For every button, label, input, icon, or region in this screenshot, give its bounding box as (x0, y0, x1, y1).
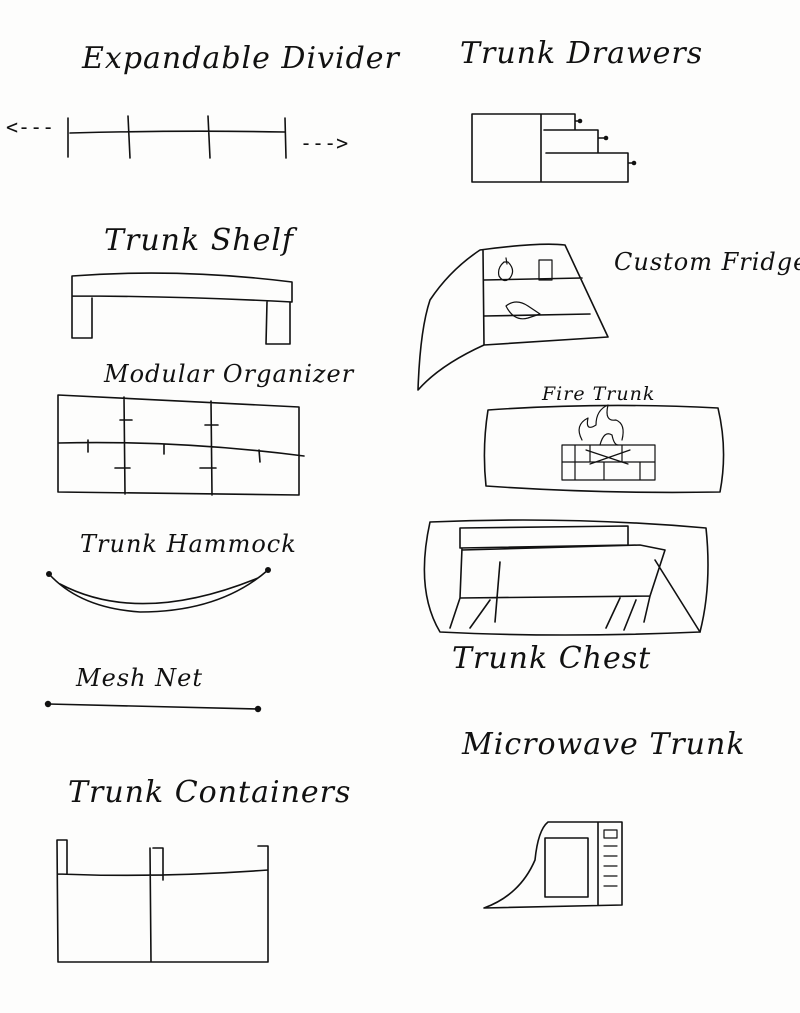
modular-organizer-sketch: Modular Organizer (57, 360, 355, 496)
containers-outline (56, 839, 269, 963)
trunk-hammock-sketch: Trunk Hammock (46, 530, 297, 613)
microwave-control-panel (603, 829, 618, 887)
custom-fridge-sketch: Custom Fridge (417, 243, 800, 391)
hammock-anchor (265, 567, 271, 573)
organizer-grid (57, 394, 305, 496)
drawer-knob (577, 118, 583, 124)
trunk-chest-sketch: Trunk Chest (423, 519, 709, 676)
fridge-contents-icon (497, 257, 553, 320)
mesh-net-label: Mesh Net (75, 664, 203, 692)
drawer-knob (631, 160, 637, 166)
trunk-chest-label: Trunk Chest (452, 641, 651, 676)
hammock-curve (48, 569, 269, 613)
trunk-containers-label: Trunk Containers (68, 775, 351, 810)
right-arrow: ---> (300, 131, 348, 155)
mesh-net-anchor (254, 705, 262, 713)
mesh-net-sketch: Mesh Net (44, 664, 262, 713)
trunk-drawers-label: Trunk Drawers (460, 36, 703, 71)
fire-flames-icon (578, 404, 631, 465)
expandable-divider-sketch: Expandable Divider <--- ---> (6, 41, 401, 159)
shelf-outline (71, 272, 293, 345)
microwave-trunk-label: Microwave Trunk (461, 727, 746, 762)
microwave-trunk-sketch: Microwave Trunk (461, 727, 746, 909)
trunk-drawers-sketch: Trunk Drawers (460, 36, 703, 183)
trunk-shelf-sketch: Trunk Shelf (71, 223, 298, 345)
drawer-knob (603, 135, 609, 141)
divider-bar (67, 115, 287, 159)
fire-trunk-label: Fire Trunk (541, 383, 655, 405)
microwave-outline (483, 821, 623, 909)
fireplace-bricks (561, 444, 656, 481)
trunk-containers-sketch: Trunk Containers (56, 775, 351, 963)
mesh-net-anchor (44, 700, 52, 708)
hammock-anchor (46, 571, 52, 577)
fire-trunk-box (483, 404, 725, 494)
chest-outline (449, 525, 701, 633)
custom-fridge-label: Custom Fridge (614, 248, 800, 276)
expandable-divider-label: Expandable Divider (81, 41, 401, 76)
fire-trunk-sketch: Fire Trunk (483, 383, 725, 494)
trunk-shelf-label: Trunk Shelf (104, 223, 298, 258)
drawers-outline (471, 113, 634, 183)
fridge-outline (417, 243, 609, 391)
mesh-net-line (47, 703, 259, 710)
trunk-hammock-label: Trunk Hammock (80, 530, 297, 558)
left-arrow: <--- (6, 115, 54, 139)
modular-organizer-label: Modular Organizer (103, 360, 355, 388)
